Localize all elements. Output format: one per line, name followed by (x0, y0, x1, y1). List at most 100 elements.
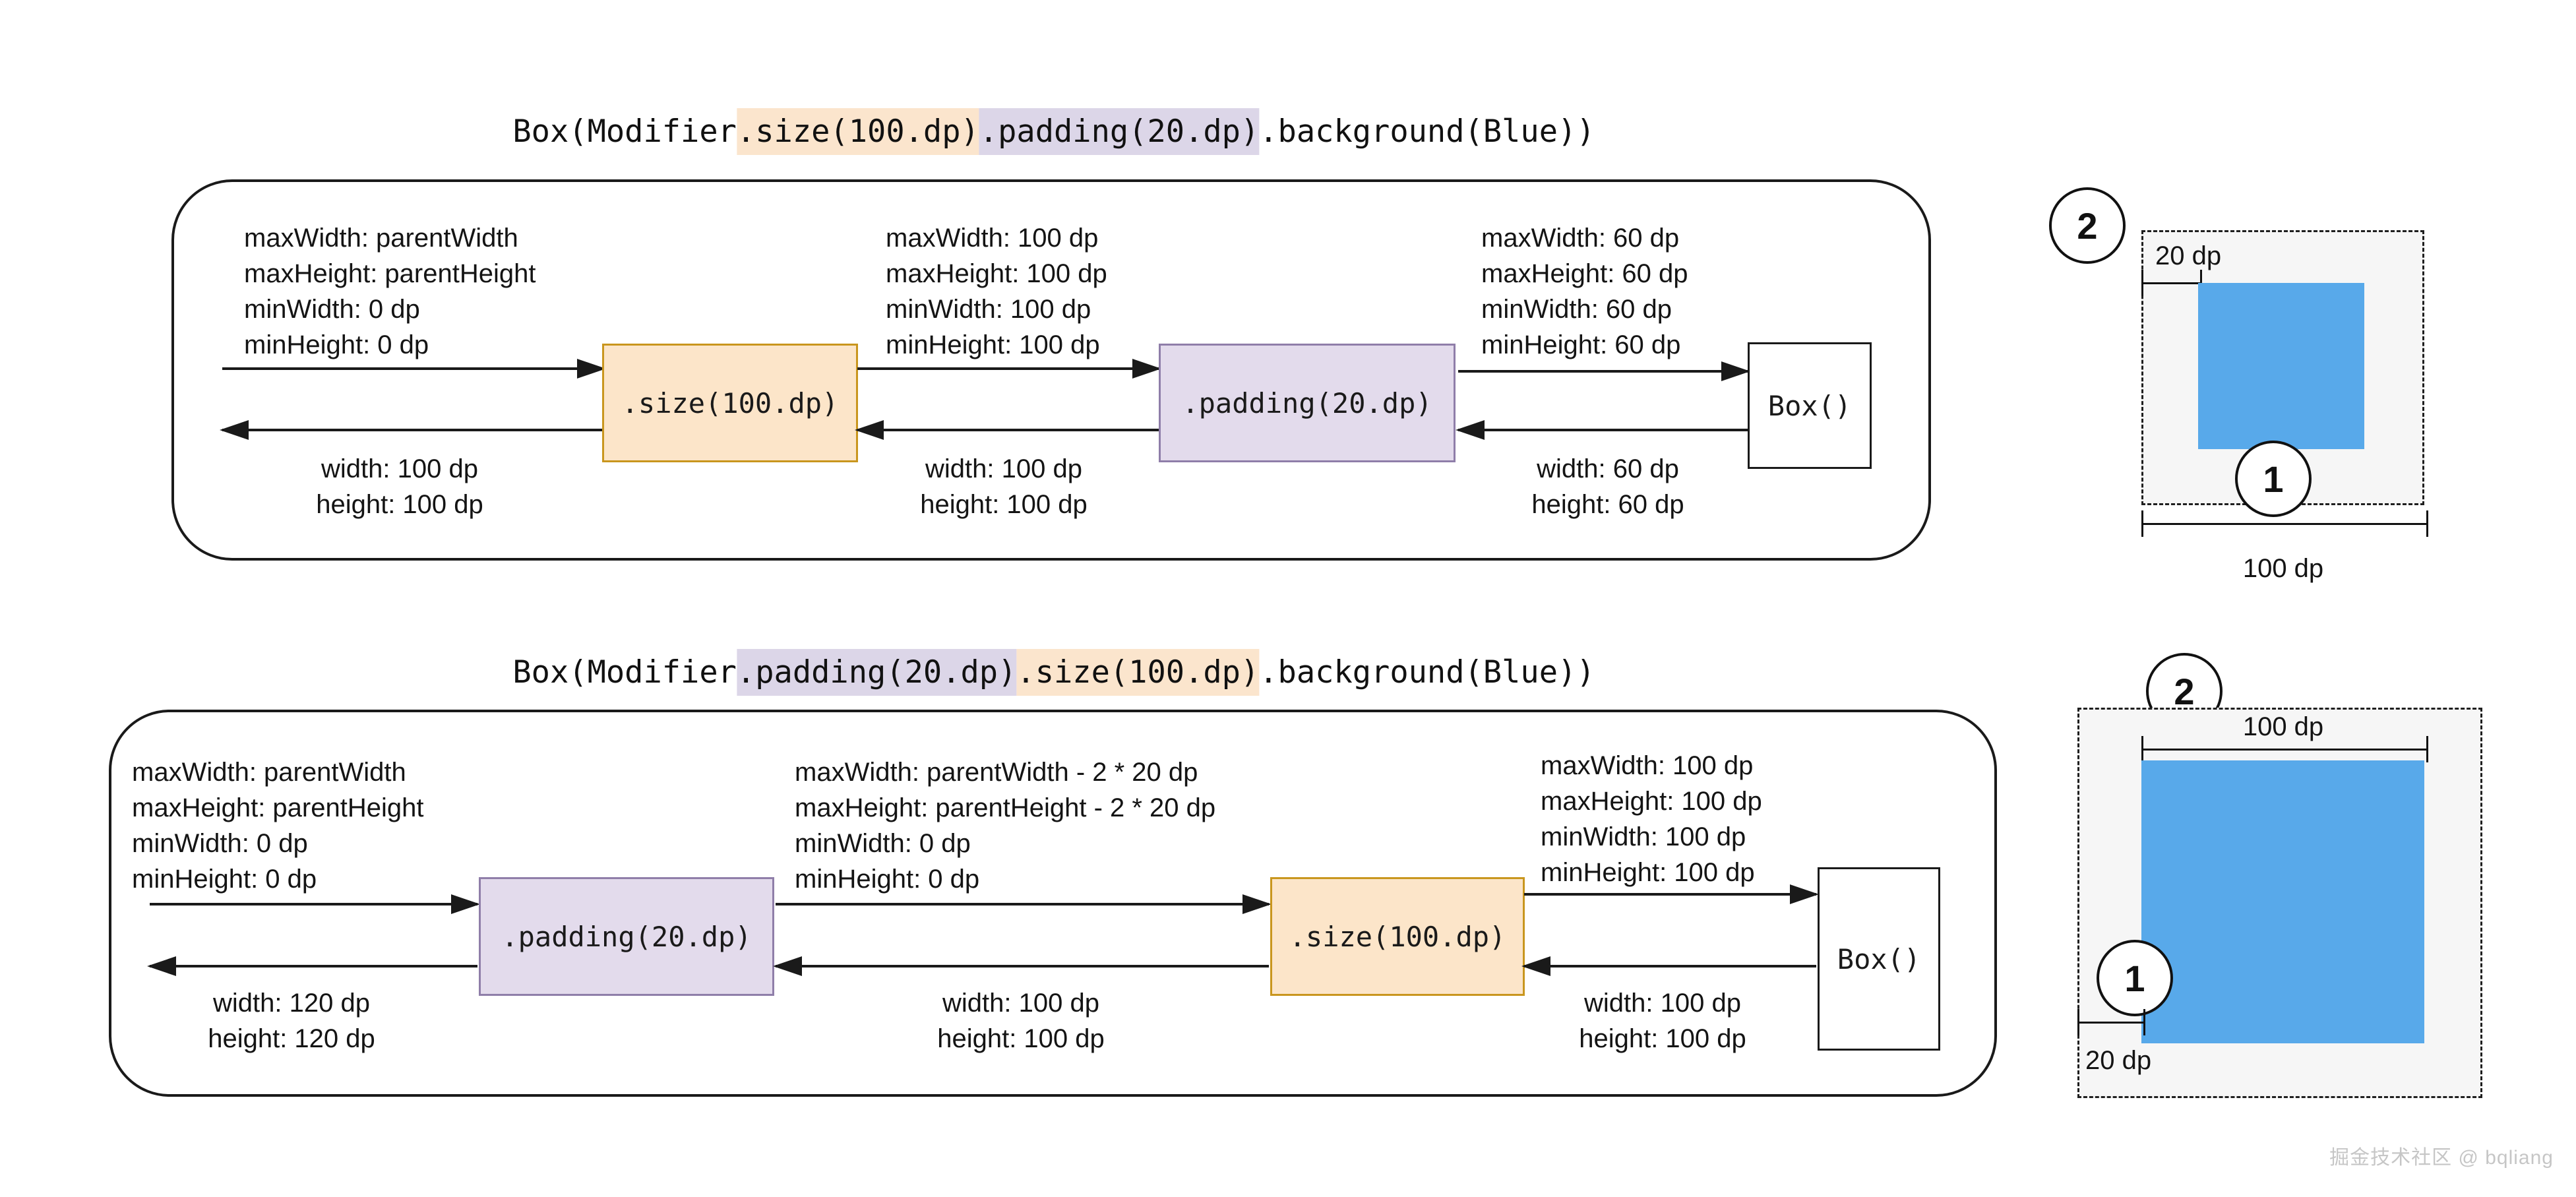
example2-blue-background-box (2141, 760, 2424, 1043)
forward-arrow (1458, 370, 1748, 373)
code-segment: .background(Blue)) (1259, 654, 1595, 691)
return-arrow (150, 965, 477, 967)
result-line: height: 100 dp (937, 1024, 1105, 1053)
example1-constraints-in: maxWidth: parentWidth maxHeight: parentH… (244, 220, 536, 363)
example2-result-left: width: 120 dp height: 120 dp (179, 985, 404, 1057)
example2-result-right: width: 100 dp height: 100 dp (1550, 985, 1775, 1057)
size-modifier-label: .size(100.dp) (1289, 920, 1506, 953)
result-line: height: 120 dp (208, 1024, 375, 1053)
constraint-line: maxWidth: 100 dp (886, 224, 1099, 253)
padding-highlight: .padding(20.dp) (979, 108, 1260, 155)
example2-flow-panel (109, 710, 1997, 1097)
constraint-line: minHeight: 100 dp (886, 330, 1100, 359)
size-modifier-node: .size(100.dp) (602, 344, 858, 462)
forward-arrow (857, 367, 1159, 370)
constraint-line: minWidth: 100 dp (1541, 822, 1746, 851)
size-highlight: .size(100.dp) (736, 108, 979, 155)
size-dimension-line (2141, 510, 2428, 537)
constraint-line: maxWidth: parentWidth - 2 * 20 dp (795, 758, 1198, 787)
constraint-line: maxWidth: parentWidth (244, 224, 518, 253)
constraint-line: maxHeight: parentHeight (244, 259, 536, 288)
constraint-line: minHeight: 60 dp (1481, 330, 1681, 359)
box-composable-node: Box() (1748, 342, 1872, 469)
code-segment: Box(Modifier (512, 113, 737, 150)
constraint-line: minWidth: 0 dp (795, 829, 971, 858)
constraint-line: maxWidth: 60 dp (1481, 224, 1680, 253)
example1-constraints-out: maxWidth: 60 dp maxHeight: 60 dp minWidt… (1481, 220, 1688, 363)
return-arrow (1524, 965, 1816, 967)
padding-dimension-label: 20 dp (2085, 1046, 2152, 1075)
padding-dimension-line (2077, 1009, 2145, 1035)
return-arrow (857, 429, 1159, 431)
return-arrow (1458, 429, 1748, 431)
box-composable-label: Box() (1837, 942, 1921, 975)
forward-arrow (150, 903, 477, 905)
constraint-line: minHeight: 100 dp (1541, 858, 1755, 887)
padding-dimension-label: 20 dp (2155, 241, 2222, 270)
badge-number: 2 (2077, 204, 2098, 247)
example1-flow-panel (171, 179, 1931, 561)
padding-modifier-node: .padding(20.dp) (1159, 344, 1456, 462)
badge-number: 1 (2263, 458, 2284, 500)
forward-arrow (1524, 893, 1816, 896)
example1-result-mid: width: 100 dp height: 100 dp (892, 451, 1116, 522)
step-badge-inner: 1 (2235, 441, 2312, 517)
example2-constraints-in: maxWidth: parentWidth maxHeight: parentH… (132, 754, 423, 897)
example2-code-title: Box(Modifier.padding(20.dp).size(100.dp)… (512, 649, 1595, 696)
forward-arrow (222, 367, 603, 370)
result-line: width: 60 dp (1537, 454, 1679, 483)
result-line: width: 100 dp (321, 454, 478, 483)
example2-result-mid: width: 100 dp height: 100 dp (909, 985, 1133, 1057)
constraint-line: maxHeight: 100 dp (886, 259, 1107, 288)
constraint-line: minHeight: 0 dp (244, 330, 429, 359)
constraint-line: maxHeight: 60 dp (1481, 259, 1688, 288)
padding-highlight: .padding(20.dp) (736, 649, 1017, 696)
constraint-line: minHeight: 0 dp (132, 865, 317, 894)
padding-modifier-label: .padding(20.dp) (501, 920, 752, 953)
size-modifier-label: .size(100.dp) (621, 386, 839, 419)
constraint-line: minWidth: 60 dp (1481, 295, 1672, 324)
code-segment: Box(Modifier (512, 654, 737, 691)
example1-result-right: width: 60 dp height: 60 dp (1496, 451, 1720, 522)
padding-modifier-node: .padding(20.dp) (479, 877, 774, 996)
constraint-line: maxWidth: parentWidth (132, 758, 406, 787)
box-composable-node: Box() (1818, 867, 1940, 1051)
padding-modifier-label: .padding(20.dp) (1182, 386, 1432, 419)
size-dimension-label: 100 dp (2242, 554, 2324, 583)
example1-blue-background-box (2198, 283, 2364, 449)
constraint-line: minWidth: 0 dp (132, 829, 308, 858)
padding-dimension-line (2141, 270, 2202, 296)
constraint-line: maxWidth: 100 dp (1541, 751, 1754, 780)
step-badge-outer: 2 (2049, 187, 2126, 264)
result-line: width: 100 dp (1584, 989, 1741, 1018)
constraint-line: minWidth: 100 dp (886, 295, 1091, 324)
example1-constraints-mid: maxWidth: 100 dp maxHeight: 100 dp minWi… (886, 220, 1107, 363)
size-modifier-node: .size(100.dp) (1270, 877, 1525, 996)
return-arrow (776, 965, 1269, 967)
badge-number: 1 (2124, 957, 2145, 999)
example1-result-left: width: 100 dp height: 100 dp (288, 451, 512, 522)
step-badge-inner: 1 (2097, 940, 2173, 1016)
constraint-line: maxHeight: 100 dp (1541, 787, 1762, 816)
example2-constraints-mid: maxWidth: parentWidth - 2 * 20 dp maxHei… (795, 754, 1215, 897)
box-composable-label: Box() (1767, 389, 1852, 422)
example2-constraints-out: maxWidth: 100 dp maxHeight: 100 dp minWi… (1541, 748, 1762, 890)
result-line: width: 100 dp (942, 989, 1099, 1018)
constraint-line: minHeight: 0 dp (795, 865, 980, 894)
forward-arrow (776, 903, 1269, 905)
size-dimension-line (2141, 736, 2428, 762)
code-segment: .background(Blue)) (1259, 113, 1595, 150)
constraint-line: maxHeight: parentHeight - 2 * 20 dp (795, 793, 1216, 822)
return-arrow (222, 429, 603, 431)
result-line: width: 120 dp (213, 989, 370, 1018)
watermark: 掘金技术社区 @ bqliang (2329, 1147, 2554, 1169)
result-line: height: 100 dp (920, 490, 1088, 519)
result-line: width: 100 dp (925, 454, 1082, 483)
badge-number: 2 (2174, 670, 2195, 712)
result-line: height: 100 dp (316, 490, 483, 519)
constraint-line: maxHeight: parentHeight (132, 793, 424, 822)
constraint-line: minWidth: 0 dp (244, 295, 420, 324)
result-line: height: 100 dp (1579, 1024, 1746, 1053)
size-highlight: .size(100.dp) (1016, 649, 1260, 696)
